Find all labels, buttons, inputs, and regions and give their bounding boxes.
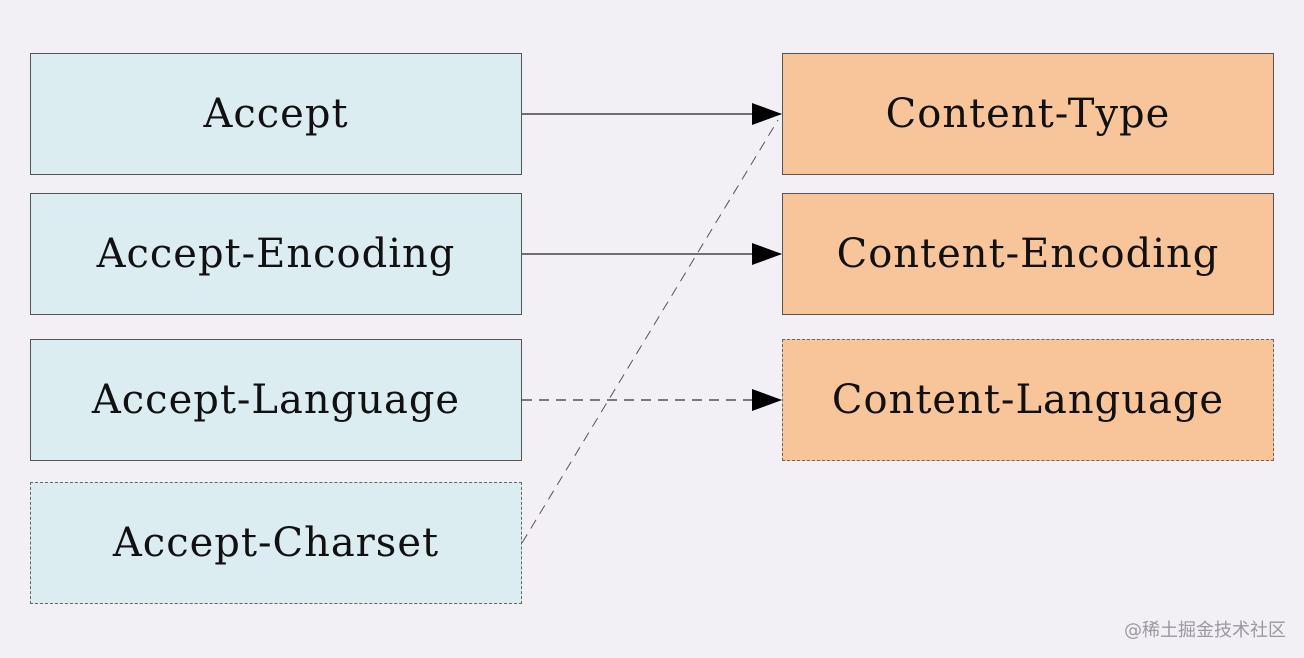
request-header-accept-encoding: Accept-Encoding (30, 193, 522, 315)
watermark: @稀土掘金技术社区 (1124, 620, 1286, 641)
response-header-content-encoding: Content-Encoding (782, 193, 1274, 315)
response-header-label: Content-Language (831, 377, 1225, 423)
request-header-accept: Accept (30, 53, 522, 175)
request-header-label: Accept-Encoding (96, 231, 456, 277)
response-header-content-type: Content-Type (782, 53, 1274, 175)
arrow-accept-charset-to-content-type (521, 119, 779, 544)
request-header-label: Accept (203, 91, 349, 137)
response-header-label: Content-Type (885, 91, 1171, 137)
request-header-accept-language: Accept-Language (30, 339, 522, 461)
response-header-label: Content-Encoding (836, 231, 1220, 277)
request-header-label: Accept-Charset (112, 520, 440, 566)
response-header-content-language: Content-Language (782, 339, 1274, 461)
request-header-label: Accept-Language (91, 377, 461, 423)
request-header-accept-charset: Accept-Charset (30, 482, 522, 604)
